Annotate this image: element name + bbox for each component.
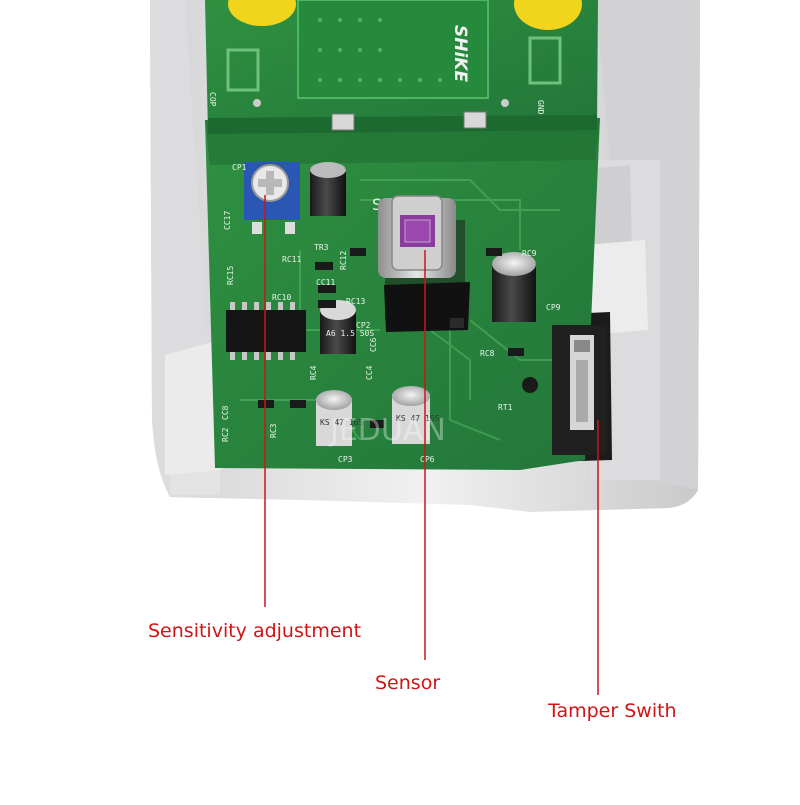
callout-label-sensor: Sensor — [375, 672, 441, 694]
callout-label-sensitivity-adjustment: Sensitivity adjustment — [148, 620, 362, 642]
rf-module-board: SHiKE COP GND — [205, 0, 598, 134]
svg-text:RC2: RC2 — [221, 427, 230, 442]
electrolytic-capacitors: A6 1.5 50S KS 47 16S KS 47 16S — [310, 162, 536, 446]
svg-text:CP2: CP2 — [356, 321, 371, 330]
svg-text:RC4: RC4 — [309, 365, 318, 380]
svg-text:RC8: RC8 — [480, 349, 495, 358]
svg-text:RC9: RC9 — [522, 249, 537, 258]
svg-text:CC4: CC4 — [365, 365, 374, 380]
svg-text:CP9: CP9 — [546, 303, 561, 312]
capacitor-marking: A6 1.5 50S — [326, 329, 374, 338]
board-brand-marking: SHiKE — [450, 25, 470, 82]
svg-text:RC10: RC10 — [272, 293, 291, 302]
svg-text:RC13: RC13 — [346, 297, 365, 306]
watermark: JEDUAN — [328, 413, 446, 448]
svg-text:CC11: CC11 — [316, 278, 335, 287]
svg-text:COP: COP — [208, 92, 217, 107]
capacitor-marking: KS 47 16S — [320, 418, 364, 427]
pir-sensor-component — [378, 195, 470, 332]
ic-chip-component — [226, 302, 306, 360]
svg-text:CC8: CC8 — [221, 405, 230, 420]
svg-text:RC12: RC12 — [339, 251, 348, 270]
svg-text:GND: GND — [536, 100, 545, 115]
svg-text:RC15: RC15 — [226, 266, 235, 285]
svg-text:RT1: RT1 — [498, 403, 513, 412]
silkscreen-labels: CP1 CC17 RC15 RC11 RC10 TR3 RC12 RC13 CC… — [221, 163, 561, 464]
svg-text:CP3: CP3 — [338, 455, 353, 464]
svg-text:RC11: RC11 — [282, 255, 301, 264]
callout-label-tamper-switch: Tamper Swith — [548, 700, 677, 722]
svg-text:TR3: TR3 — [314, 243, 329, 252]
svg-text:CC17: CC17 — [223, 211, 232, 230]
svg-text:CC6: CC6 — [369, 337, 378, 352]
sensitivity-potentiometer-component — [244, 162, 300, 234]
main-pcb: SK-125i7 — [205, 118, 600, 470]
svg-text:CP1: CP1 — [232, 163, 247, 172]
rf-module-via-grid — [318, 18, 442, 82]
tamper-switch-component — [552, 325, 607, 455]
svg-text:CP6: CP6 — [420, 455, 435, 464]
smd-components — [258, 248, 538, 428]
svg-text:RC3: RC3 — [269, 423, 278, 438]
callout-lines — [264, 195, 599, 695]
capacitor-marking: KS 47 16S — [396, 414, 440, 423]
